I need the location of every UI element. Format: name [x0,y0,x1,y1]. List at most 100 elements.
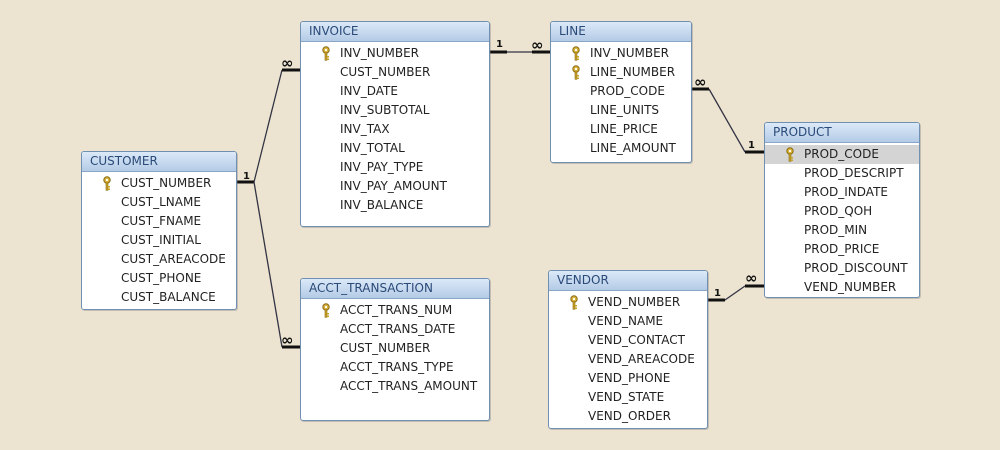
field-row[interactable]: PROD_PRICE [765,240,919,259]
field-row[interactable]: PROD_CODE [551,82,691,101]
field-name: PROD_PRICE [804,242,880,256]
field-name: LINE_AMOUNT [590,141,676,155]
field-name: INV_PAY_AMOUNT [340,179,447,193]
field-name: VEND_ORDER [588,409,671,423]
field-row[interactable]: PROD_INDATE [765,183,919,202]
field-row[interactable]: ACCT_TRANS_DATE [301,320,489,339]
field-row[interactable]: VEND_CONTACT [549,331,707,350]
cardinality-one: 1 [714,288,721,299]
table-title[interactable]: INVOICE [301,22,489,42]
field-row[interactable]: VEND_NUMBER [765,278,919,297]
field-row[interactable]: CUST_PHONE [82,269,236,288]
field-name: VEND_NUMBER [588,295,681,309]
field-row[interactable]: PROD_CODE [765,145,919,164]
field-row[interactable]: CUST_INITIAL [82,231,236,250]
field-row[interactable]: ACCT_TRANS_AMOUNT [301,377,489,396]
field-row[interactable]: ACCT_TRANS_NUM [301,301,489,320]
field-row[interactable]: VEND_ORDER [549,407,707,426]
primary-key-icon [785,147,795,162]
cardinality-one: 1 [748,140,755,151]
field-row[interactable]: VEND_PHONE [549,369,707,388]
field-name: INV_BALANCE [340,198,424,212]
field-row[interactable]: LINE_PRICE [551,120,691,139]
field-row[interactable]: CUST_FNAME [82,212,236,231]
field-row[interactable]: CUST_LNAME [82,193,236,212]
field-name: PROD_QOH [804,204,873,218]
table-invoice[interactable]: INVOICE INV_NUMBER CUST_NUMBER INV_DATE INV… [300,21,490,227]
field-row[interactable]: CUST_AREACODE [82,250,236,269]
field-row[interactable]: LINE_UNITS [551,101,691,120]
field-name: VEND_PHONE [588,371,671,385]
cardinality-many: ∞ [281,54,294,72]
field-name: ACCT_TRANS_NUM [340,303,453,317]
field-name: CUST_NUMBER [340,341,431,355]
primary-key-icon [321,46,331,61]
field-name: VEND_CONTACT [588,333,685,347]
cardinality-one: 1 [496,39,503,50]
cardinality-many: ∞ [745,269,758,287]
field-name: ACCT_TRANS_DATE [340,322,456,336]
field-name: VEND_STATE [588,390,665,404]
field-row[interactable]: VEND_NUMBER [549,293,707,312]
field-row[interactable]: LINE_AMOUNT [551,139,691,158]
field-row[interactable]: CUST_NUMBER [301,63,489,82]
table-title[interactable]: VENDOR [549,271,707,291]
field-name: CUST_BALANCE [121,290,216,304]
rel-customer-acct-transaction[interactable] [236,180,300,349]
table-title[interactable]: CUSTOMER [82,152,236,172]
field-row[interactable]: CUST_NUMBER [82,174,236,193]
rel-product-line[interactable] [691,87,764,154]
field-row[interactable]: INV_DATE [301,82,489,101]
primary-key-icon [571,65,581,80]
field-row[interactable]: INV_SUBTOTAL [301,101,489,120]
rel-customer-invoice[interactable] [236,68,300,184]
field-name: INV_TAX [340,122,390,136]
table-title[interactable]: ACCT_TRANSACTION [301,279,489,299]
field-row[interactable]: CUST_BALANCE [82,288,236,307]
field-name: VEND_AREACODE [588,352,695,366]
field-row[interactable]: INV_NUMBER [301,44,489,63]
field-name: INV_SUBTOTAL [340,103,430,117]
field-row[interactable]: PROD_DISCOUNT [765,259,919,278]
table-title[interactable]: LINE [551,22,691,42]
table-title[interactable]: PRODUCT [765,123,919,143]
field-row[interactable]: INV_BALANCE [301,196,489,215]
field-row[interactable]: INV_TOTAL [301,139,489,158]
field-name: ACCT_TRANS_AMOUNT [340,379,478,393]
field-name: VEND_NUMBER [804,280,897,294]
field-row[interactable]: PROD_DESCRIPT [765,164,919,183]
primary-key-icon [102,176,112,191]
field-row[interactable]: INV_TAX [301,120,489,139]
field-list: VEND_NUMBER VEND_NAME VEND_CONTACT VEND_ARE… [549,291,707,426]
rel-vendor-product[interactable] [707,284,764,302]
field-row[interactable]: INV_PAY_TYPE [301,158,489,177]
field-row[interactable]: PROD_QOH [765,202,919,221]
field-name: CUST_AREACODE [121,252,226,266]
field-row[interactable]: LINE_NUMBER [551,63,691,82]
field-name: CUST_NUMBER [340,65,431,79]
field-row[interactable]: ACCT_TRANS_TYPE [301,358,489,377]
cardinality-one: 1 [243,171,250,182]
field-name: CUST_INITIAL [121,233,201,247]
field-row[interactable]: PROD_MIN [765,221,919,240]
field-row[interactable]: CUST_NUMBER [301,339,489,358]
field-name: INV_NUMBER [340,46,419,60]
table-product[interactable]: PRODUCT PROD_CODE PROD_DESCRIPT PROD_INDAT… [764,122,920,298]
table-acct-transaction[interactable]: ACCT_TRANSACTION ACCT_TRANS_NUM ACCT_TRAN… [300,278,490,421]
field-row[interactable]: VEND_NAME [549,312,707,331]
field-row[interactable]: VEND_AREACODE [549,350,707,369]
cardinality-many: ∞ [531,36,544,54]
field-row[interactable]: INV_NUMBER [551,44,691,63]
primary-key-icon [571,46,581,61]
field-row[interactable]: INV_PAY_AMOUNT [301,177,489,196]
field-row[interactable]: VEND_STATE [549,388,707,407]
field-name: PROD_DESCRIPT [804,166,904,180]
field-name: CUST_FNAME [121,214,202,228]
field-name: PROD_DISCOUNT [804,261,908,275]
